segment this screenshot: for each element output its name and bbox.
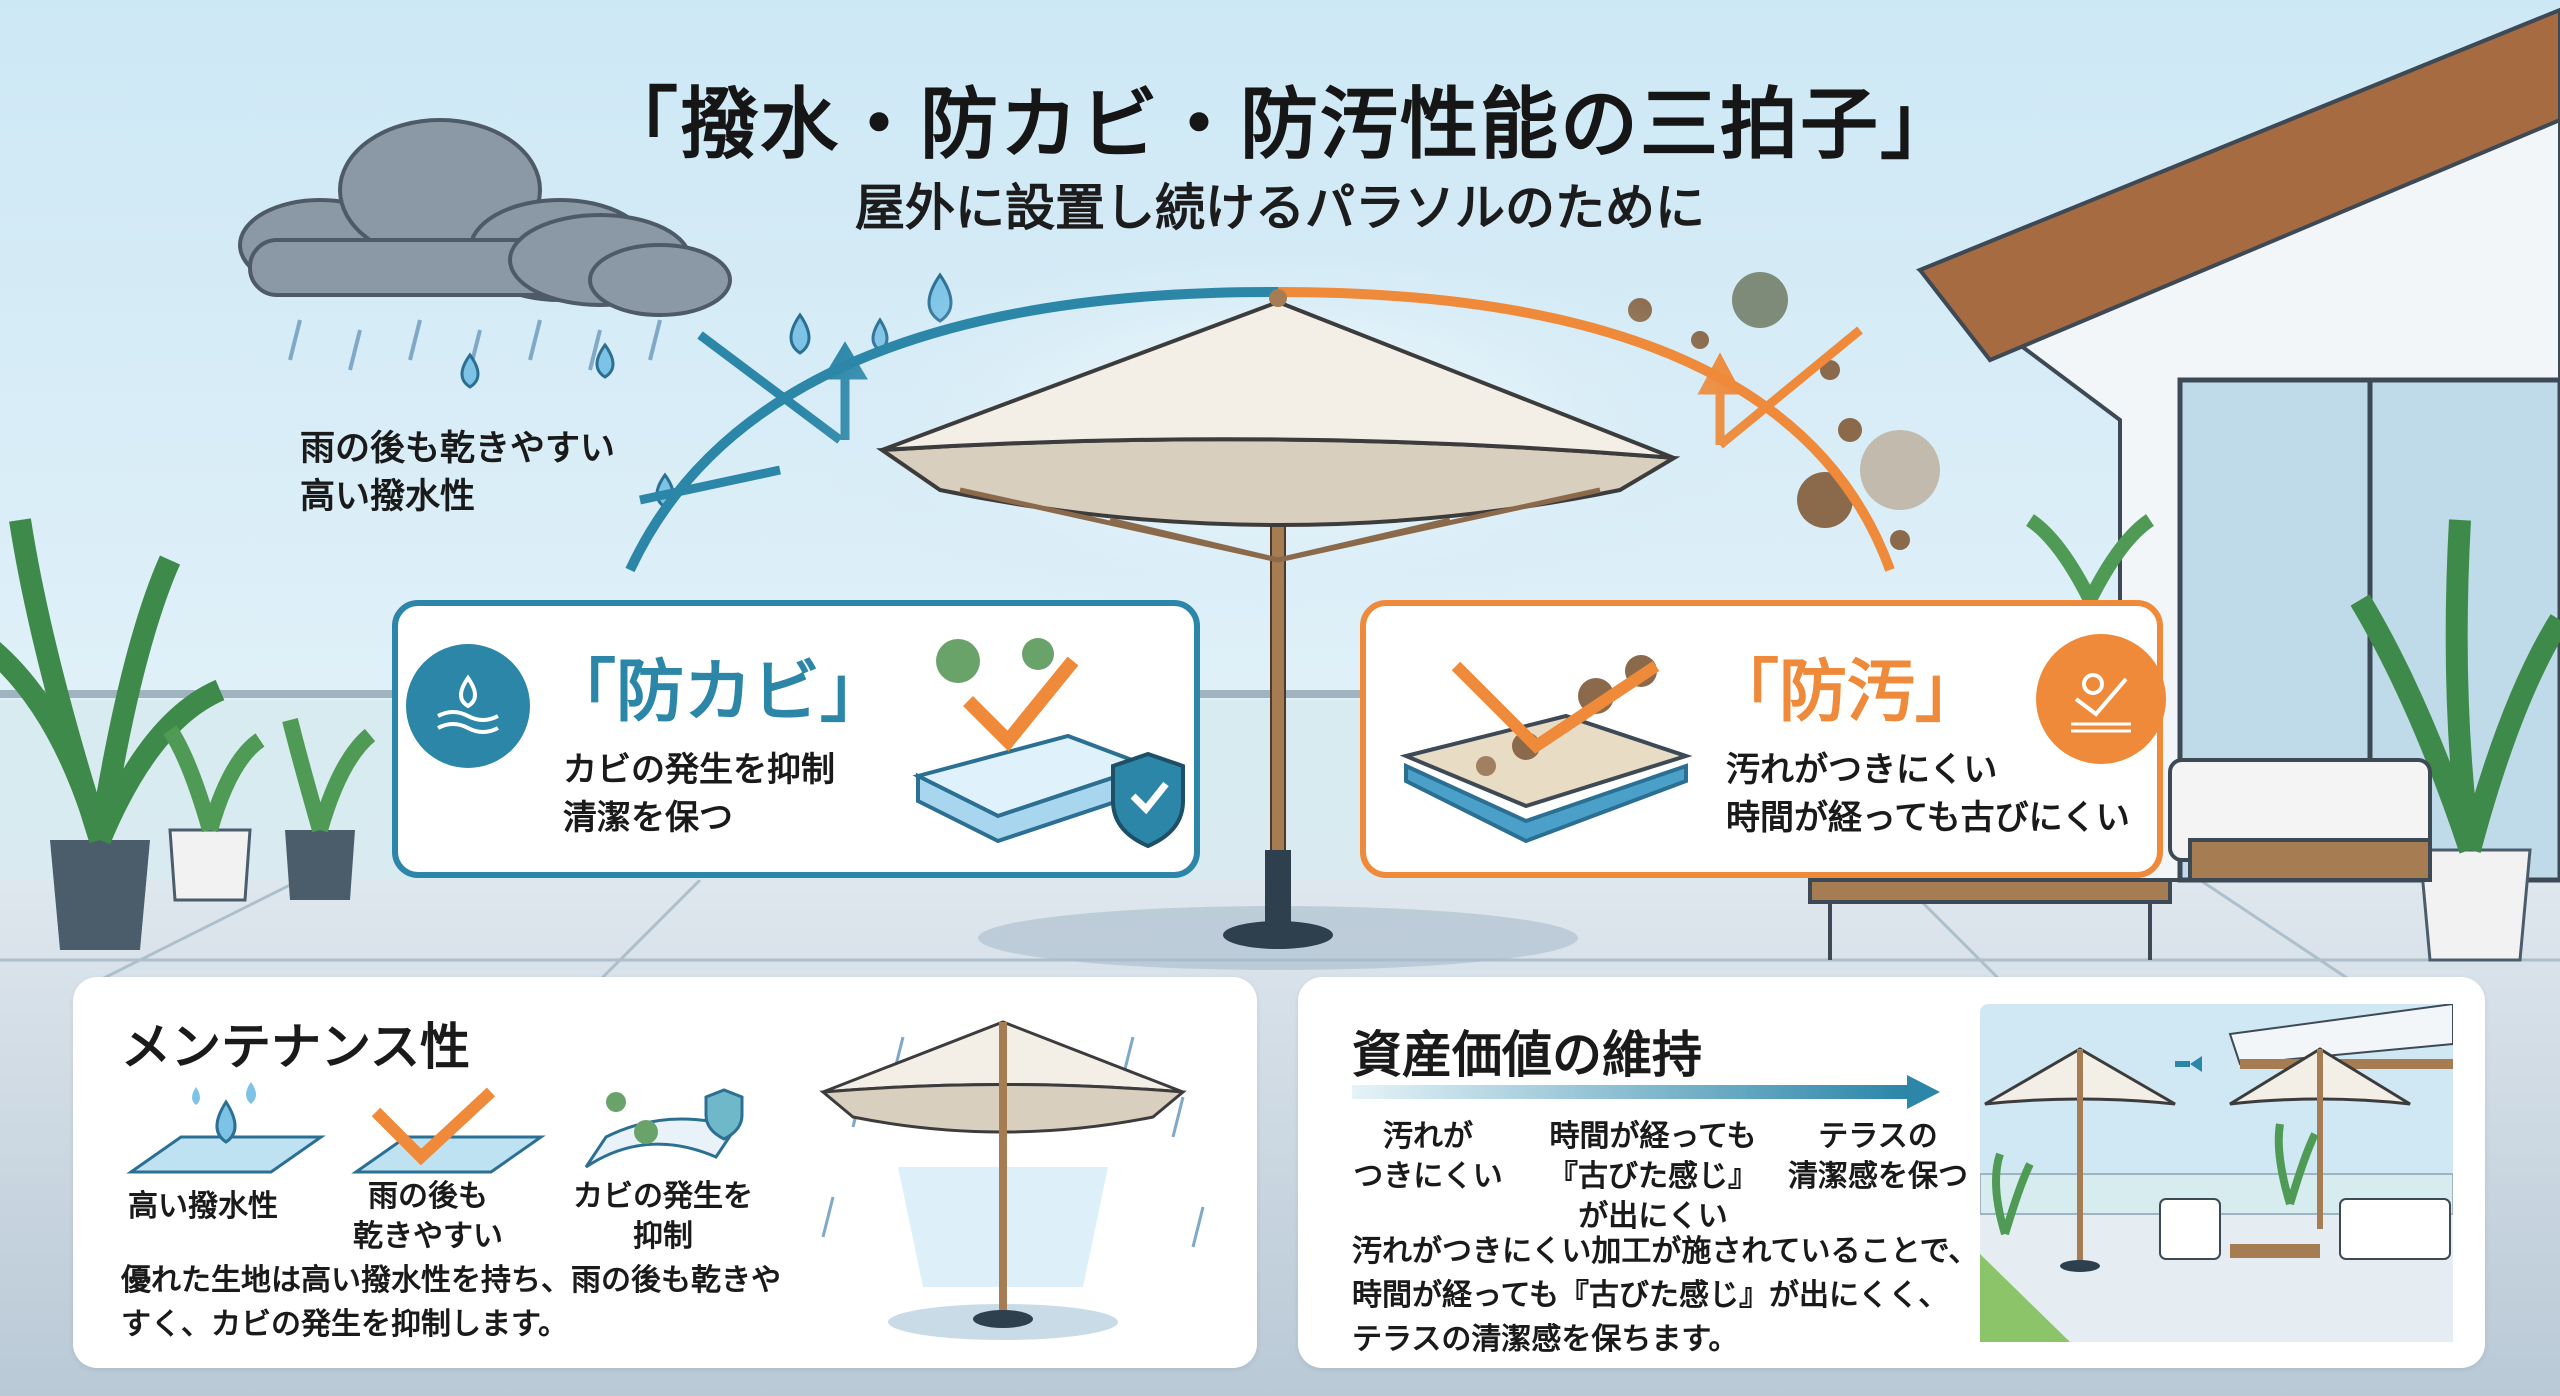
body-line: テラスの清潔感を保ちます。: [1352, 1322, 1739, 1357]
stain-fabric-icon: [1399, 655, 1693, 844]
water-repellent-badge-icon: [406, 644, 530, 768]
note-line: 雨の後も乾きやすい: [300, 429, 616, 469]
feature-line: カビの発生を: [573, 1179, 753, 1214]
potted-plants: [0, 514, 2560, 962]
stain-resistant-badge-icon: [2036, 634, 2166, 764]
maintenance-title: メンテナンス性: [121, 1018, 470, 1076]
asset-step-3: テラスの 清潔感を保つ: [1778, 1117, 1978, 1197]
fabric-shield-icon: [912, 638, 1185, 849]
page-subtitle: 屋外に設置し続けるパラソルのために: [855, 179, 1705, 237]
step-line: 清潔感を保つ: [1788, 1159, 1968, 1194]
stain-card-text: 汚れがつきにくい 時間が経っても古びにくい: [1726, 746, 2130, 842]
card-line: カビの発生を抑制: [563, 750, 835, 790]
parasol-in-rain-icon: [819, 1020, 1205, 1340]
step-line: テラスの: [1818, 1119, 1938, 1154]
step-line: 汚れが: [1383, 1119, 1473, 1154]
feature-line: 雨の後も: [368, 1179, 488, 1214]
asset-value-panel: 資産価値の維持 汚れが つきにくい 時間が経っても 『古びた感じ』 が出にくい …: [1298, 977, 2485, 1368]
quick-dry-icon: [351, 1087, 546, 1174]
body-line: 時間が経っても『古びた感じ』が出にくく、: [1352, 1278, 1949, 1313]
stain-resistant-card: 「防汚」 汚れがつきにくい 時間が経っても古びにくい: [1360, 600, 2166, 878]
page-title: 「撥水・防カビ・防汚性能の三拍子」: [599, 80, 1960, 170]
card-line: 時間が経っても古びにくい: [1726, 798, 2130, 838]
feature-line: 乾きやすい: [353, 1219, 503, 1254]
stain-resistant-arc: [1277, 287, 1895, 572]
maintenance-description: 優れた生地は高い撥水性を持ち、雨の後も乾きや すく、カビの発生を抑制します。: [121, 1259, 781, 1347]
water-repellent-icon: [126, 1082, 326, 1174]
water-repellent-arc: [625, 286, 1279, 573]
maintenance-panel: メンテナンス性 高い撥水性 雨の後も 乾きやすい カビの発生を 抑制 優れた生地…: [73, 977, 1257, 1368]
cloud-icon: [238, 118, 732, 317]
feature-label-water-repellent: 高い撥水性: [103, 1187, 303, 1227]
body-line: すく、カビの発生を抑制します。: [121, 1307, 568, 1342]
note-line: 高い撥水性: [300, 477, 476, 517]
mold-prevention-icon: [584, 1088, 744, 1169]
card-line: 清潔を保つ: [563, 798, 733, 838]
body-line: 優れた生地は高い撥水性を持ち、雨の後も乾きや: [121, 1263, 781, 1298]
timeline-arrow-icon: [1352, 1075, 1940, 1109]
feature-line: 高い撥水性: [128, 1189, 278, 1224]
water-repellent-note: 雨の後も乾きやすい 高い撥水性: [300, 425, 615, 521]
feature-label-mold-prevention: カビの発生を 抑制: [553, 1177, 773, 1257]
mold-resistant-card: 「防カビ」 カビの発生を抑制 清潔を保つ: [392, 600, 1200, 878]
main-parasol-illustration: [876, 289, 1681, 970]
asset-step-2: 時間が経っても 『古びた感じ』 が出にくい: [1538, 1117, 1768, 1237]
card-line: 汚れがつきにくい: [1726, 750, 1998, 790]
maintenance-feature-icons: [126, 1082, 744, 1174]
mold-card-text: カビの発生を抑制 清潔を保つ: [563, 746, 835, 842]
stain-card-title: 「防汚」: [1711, 653, 1984, 732]
outdoor-sofa: [1808, 758, 2432, 960]
body-line: 汚れがつきにくい加工が施されていることで、: [1352, 1234, 1979, 1269]
feature-line: 抑制: [633, 1219, 693, 1254]
step-line: 時間が経っても: [1549, 1119, 1757, 1154]
feature-label-quick-dry: 雨の後も 乾きやすい: [328, 1177, 528, 1257]
step-line: つきにくい: [1353, 1159, 1503, 1194]
asset-value-title: 資産価値の維持: [1352, 1026, 1702, 1084]
asset-value-description: 汚れがつきにくい加工が施されていることで、 時間が経っても『古びた感じ』が出にく…: [1352, 1230, 1978, 1362]
asset-step-1: 汚れが つきにくい: [1338, 1117, 1518, 1197]
step-line: 『古びた感じ』: [1548, 1159, 1758, 1194]
mold-card-title: 「防カビ」: [548, 653, 889, 732]
step-line: が出にくい: [1578, 1199, 1728, 1234]
terrace-scene-image: [1980, 1004, 2453, 1342]
